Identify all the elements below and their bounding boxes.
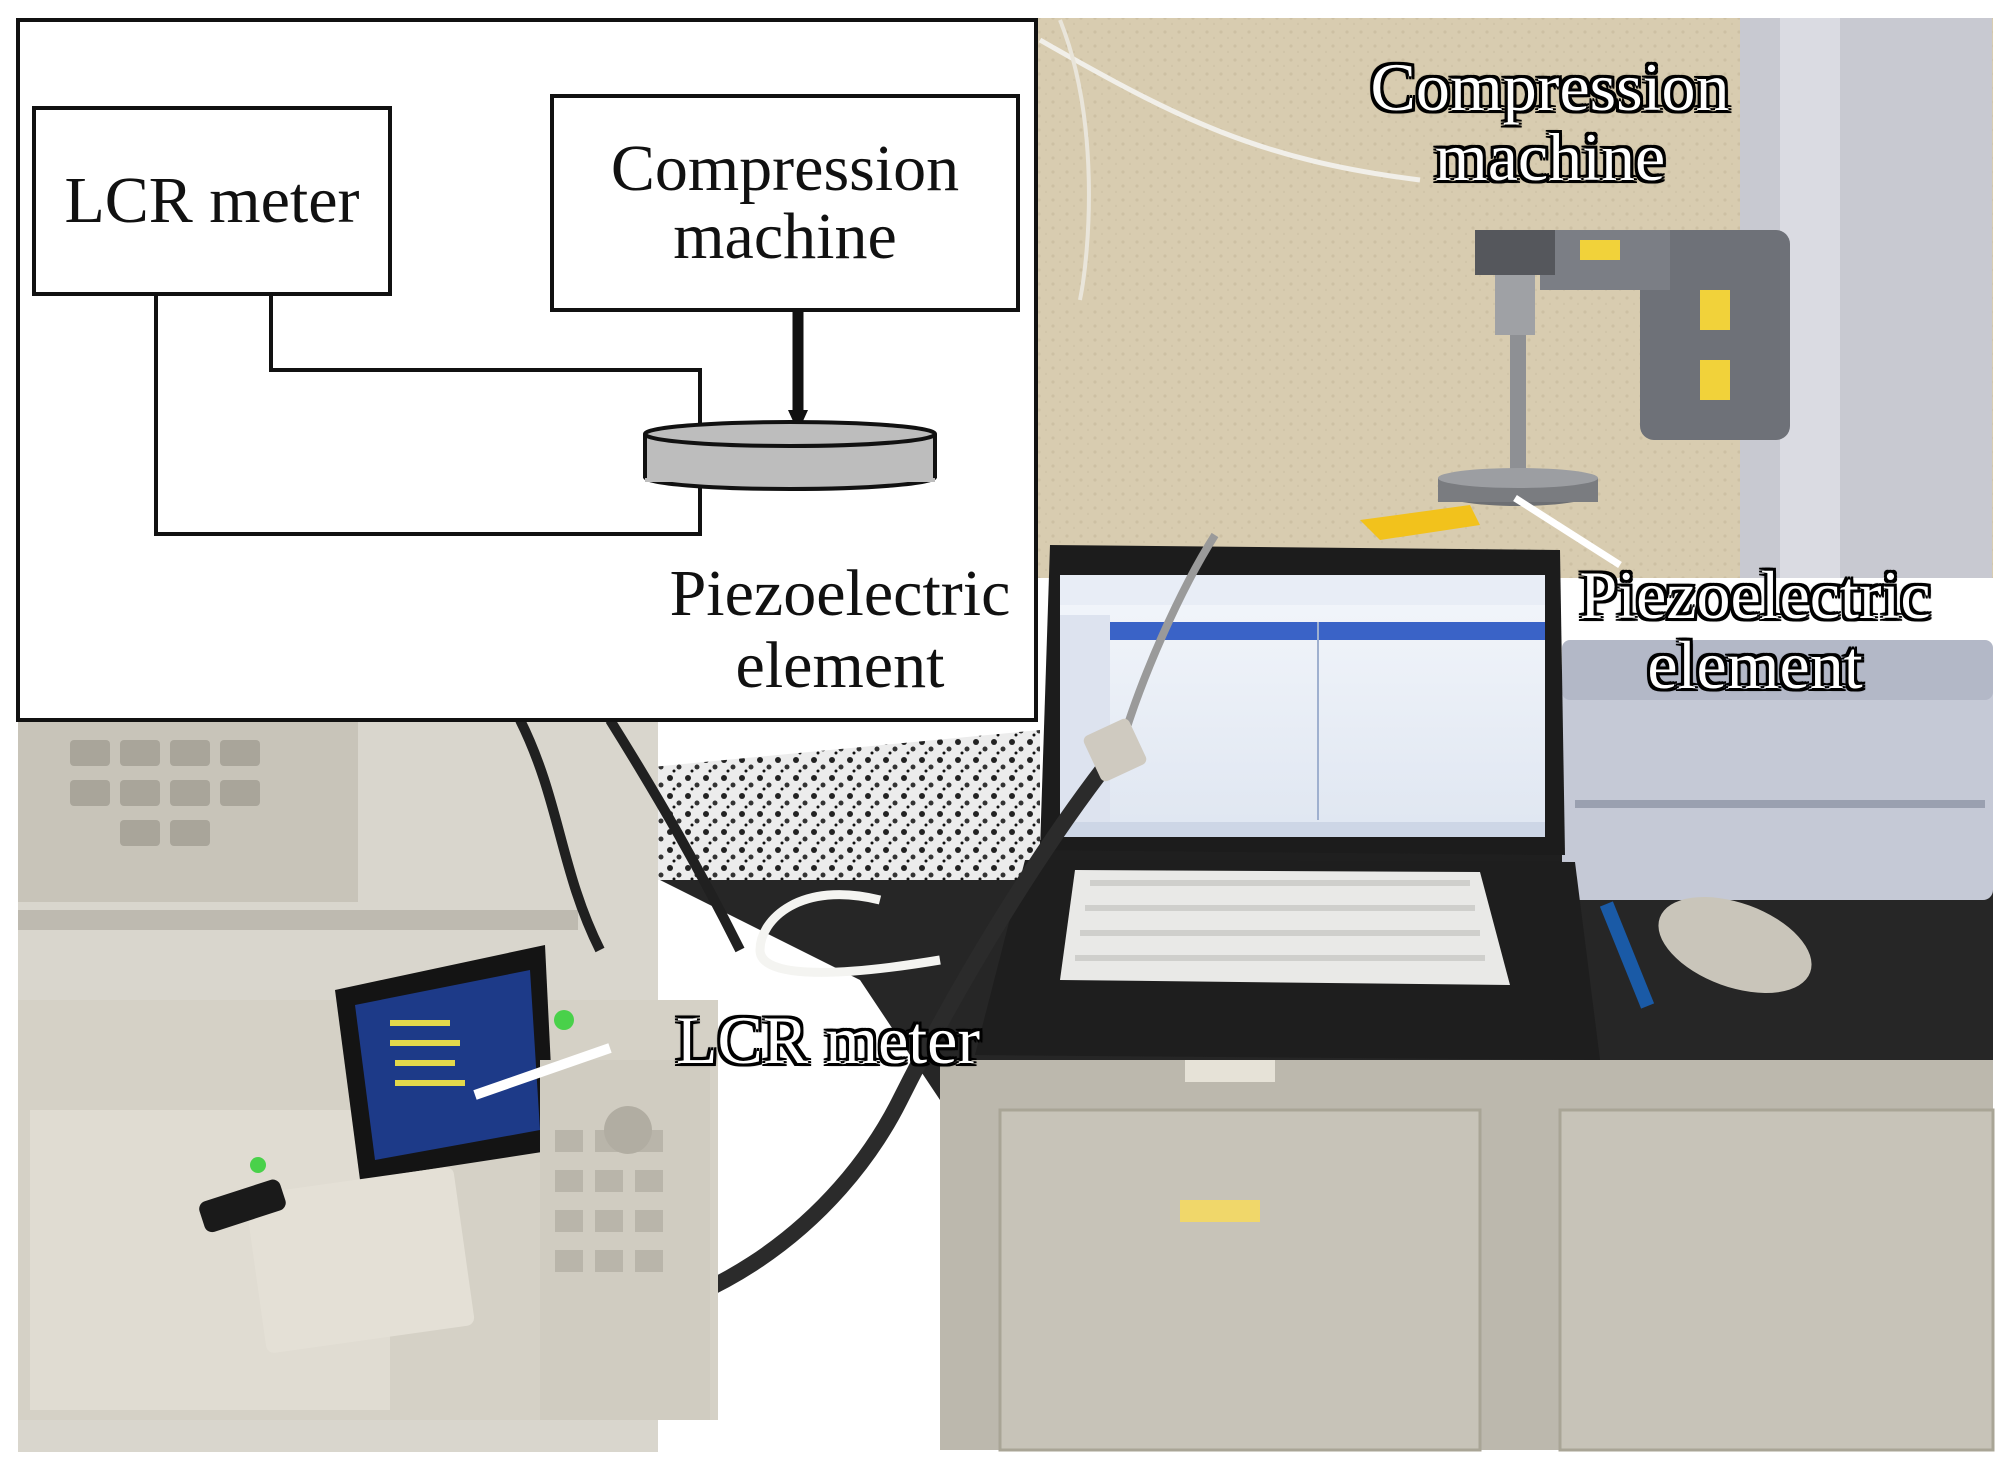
schematic-inset: LCR meter Compression machine Piezoelect… — [16, 18, 1038, 722]
schematic-wiring — [154, 294, 937, 536]
photo-label-piezo-line1: Piezoelectric — [1579, 557, 1931, 633]
schematic-compression-machine-box: Compression machine — [550, 94, 1020, 312]
schematic-piezo-line2: element — [735, 629, 945, 702]
right-instrument — [1562, 640, 1993, 900]
photo-label-compression-machine: Compression machine — [1340, 52, 1760, 192]
wire-lower — [154, 294, 702, 536]
photo-label-piezoelectric-element: Piezoelectric element — [1540, 560, 1970, 700]
schematic-lcr-meter-box: LCR meter — [32, 106, 392, 296]
schematic-compression-line2: machine — [673, 200, 897, 273]
schematic-piezoelectric-label: Piezoelectric element — [650, 558, 1030, 702]
schematic-lcr-meter-label: LCR meter — [64, 164, 360, 237]
schematic-compression-line1: Compression — [610, 132, 960, 205]
laptop-screen — [1060, 575, 1545, 837]
photo-label-piezo-line2: element — [1647, 627, 1863, 703]
wire-upper — [269, 294, 702, 430]
photo-label-compression-line1: Compression — [1370, 49, 1730, 125]
laptop — [975, 545, 1600, 1060]
photo-label-compression-line2: machine — [1434, 119, 1666, 195]
photo-label-lcr-meter: LCR meter — [675, 1002, 981, 1078]
schematic-piezo-line1: Piezoelectric — [669, 557, 1011, 630]
